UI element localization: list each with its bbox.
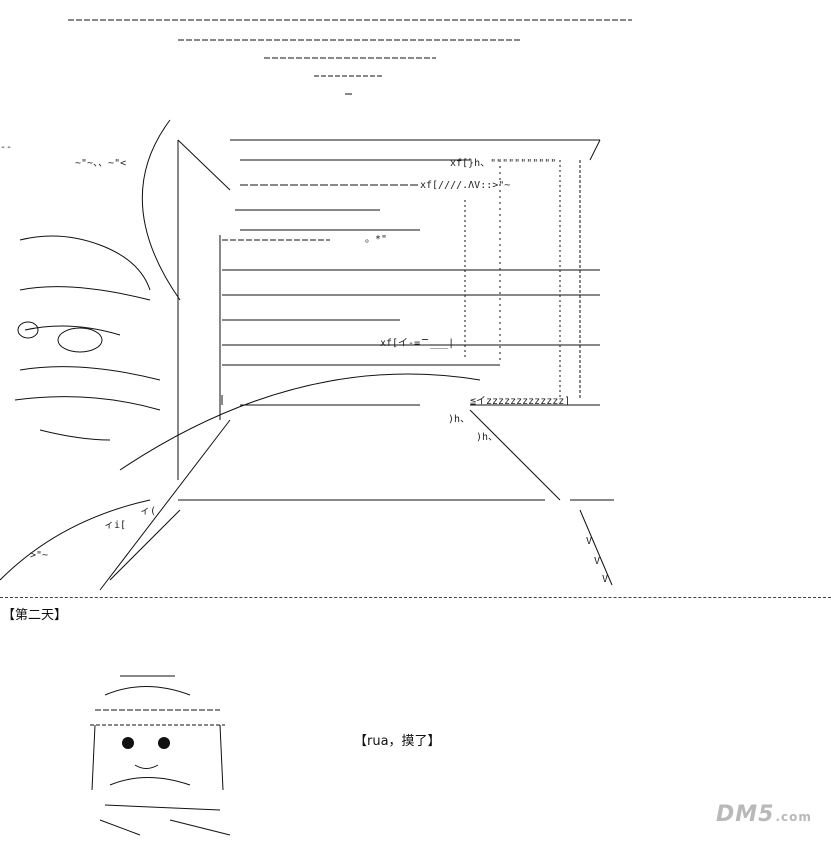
ascii-fragment-h2: )h、 xyxy=(476,432,499,443)
section-divider xyxy=(0,597,831,598)
ascii-fragment-v3: V xyxy=(602,574,609,585)
day-label: 【第二天】 xyxy=(2,608,68,623)
building-structure xyxy=(177,139,601,480)
ascii-fragment-wave: ~"~、、~"< xyxy=(75,158,127,169)
left-eye xyxy=(122,737,134,749)
ascii-fragment-sparkle: 。*" xyxy=(365,234,388,245)
logo-text: DM5 xyxy=(716,802,775,827)
road-lines xyxy=(0,119,614,591)
site-logo: DM5.com xyxy=(716,802,812,827)
logo-suffix: .com xyxy=(775,810,812,824)
ascii-fragment-i2: ィi[ xyxy=(104,520,127,531)
left-foliage xyxy=(14,235,161,441)
ascii-fragment-v1: V xyxy=(586,536,593,547)
ascii-fragment-left-road: >"~ xyxy=(30,550,49,561)
ascii-fragment-roof: xf[}h、""""""""""" xyxy=(450,158,557,169)
caption-text: 【rua，摸了】 xyxy=(354,734,441,749)
ascii-fragment-h1: )h、 xyxy=(448,414,471,425)
right-eye xyxy=(158,737,170,749)
ascii-fragment-xf: xf[イ-=ニ___| xyxy=(380,338,455,349)
sky-streaks xyxy=(68,19,632,95)
ascii-fragment-i1: ィ( xyxy=(140,506,157,517)
ascii-fragment-dash: -- xyxy=(0,142,13,153)
ascii-fragment-zzz: ≦イzzzzzzzzzzzzz] xyxy=(470,396,571,407)
ascii-fragment-v2: V xyxy=(594,556,601,567)
character-art xyxy=(90,675,231,836)
ascii-fragment-rail: xf[////.ΛV::>"~ xyxy=(420,180,511,191)
